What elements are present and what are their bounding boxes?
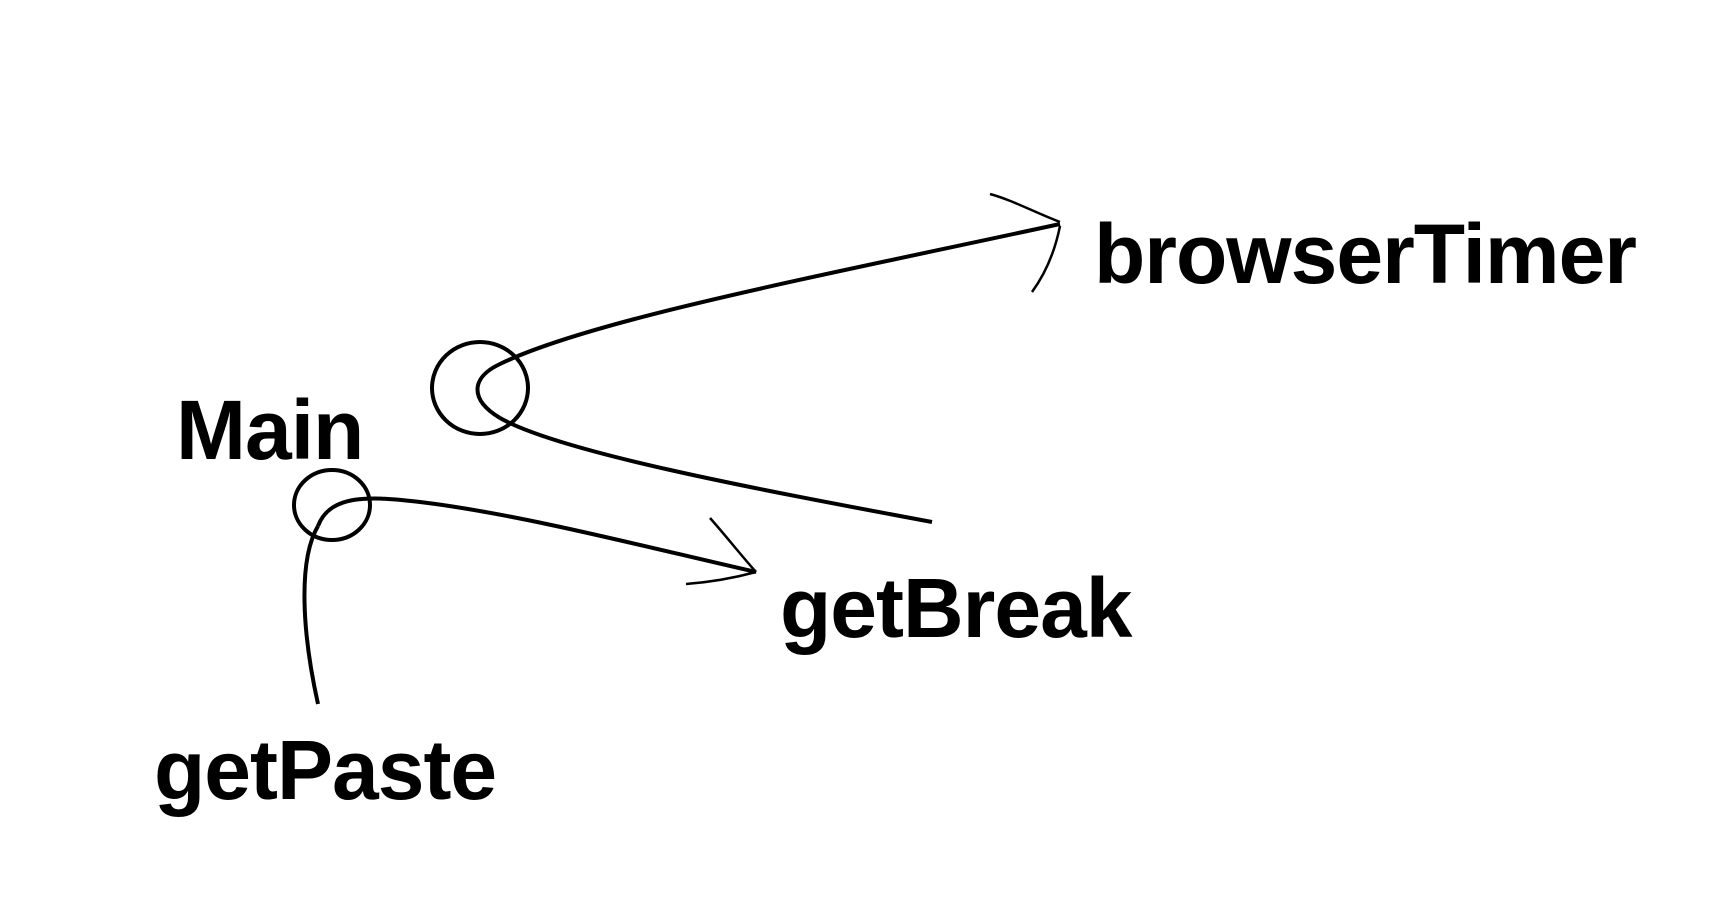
arrowhead-getbreak bbox=[685, 517, 757, 586]
edge-main-browsertimer bbox=[475, 222, 1061, 420]
edge-main-getbreak-arrow bbox=[316, 496, 757, 574]
edge-main-getpaste bbox=[302, 524, 320, 705]
arrowhead-browsertimer bbox=[989, 192, 1062, 293]
node-getpaste-label: getPaste bbox=[154, 723, 497, 817]
junction-circle-upper bbox=[430, 340, 530, 436]
edge-main-getbreak-plain bbox=[499, 416, 933, 524]
node-getbreak-label: getBreak bbox=[780, 561, 1133, 655]
node-main-label: Main bbox=[176, 383, 364, 477]
junction-circle-lower bbox=[292, 468, 372, 542]
node-browsertimer-label: browserTimer bbox=[1094, 207, 1637, 301]
